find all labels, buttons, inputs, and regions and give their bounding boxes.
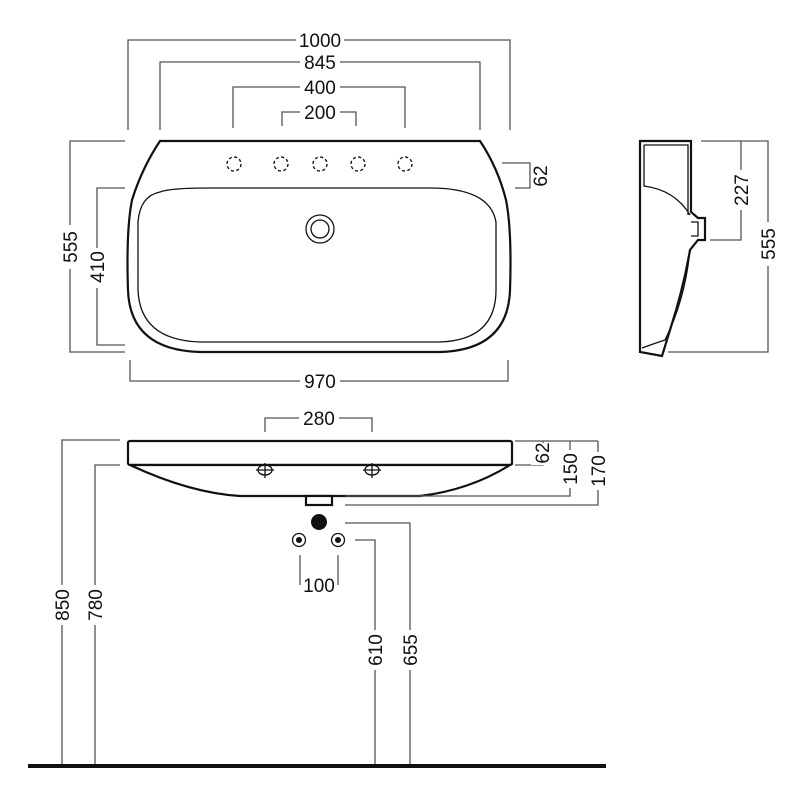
tap-hole-icon [397, 156, 413, 172]
dim-62-top: 62 [531, 165, 552, 186]
dim-62-front: 62 [533, 442, 554, 463]
tap-hole-icon [312, 156, 328, 172]
bowl-underside [129, 463, 514, 498]
dim-410: 410 [88, 251, 109, 283]
waste-pipe-icon [311, 514, 327, 530]
drain-icon [305, 214, 335, 244]
bowl-outline [137, 187, 497, 343]
rim [126, 439, 514, 467]
dim-280: 280 [303, 409, 335, 430]
fixing-hole-icon [256, 463, 381, 478]
dim-150: 150 [561, 453, 582, 485]
dim-170: 170 [589, 455, 610, 487]
dim-845: 845 [304, 53, 336, 74]
top-view: 1000 845 400 200 62 555 410 970 [58, 30, 552, 393]
tap-hole-icon [273, 156, 289, 172]
dim-780: 780 [86, 589, 107, 621]
dim-610: 610 [366, 634, 387, 666]
side-view: 227 555 [638, 139, 780, 358]
dim-1000: 1000 [299, 31, 341, 52]
dim-970: 970 [304, 372, 336, 393]
dim-655: 655 [401, 634, 422, 666]
dim-555-top: 555 [61, 231, 82, 263]
dim-227: 227 [732, 174, 753, 206]
waste-outlet [304, 494, 334, 507]
tap-hole-icon [350, 156, 366, 172]
dim-400: 400 [304, 78, 336, 99]
supply-valve-icon [291, 532, 346, 548]
basin-outline [126, 139, 512, 354]
dim-555-side: 555 [759, 228, 780, 260]
front-view: 280 62 150 170 100 610 655 850 780 [28, 408, 610, 768]
dim-200: 200 [304, 103, 336, 124]
dim-100: 100 [303, 576, 335, 597]
dim-850: 850 [53, 589, 74, 621]
tap-holes [226, 156, 413, 172]
tap-hole-icon [226, 156, 242, 172]
